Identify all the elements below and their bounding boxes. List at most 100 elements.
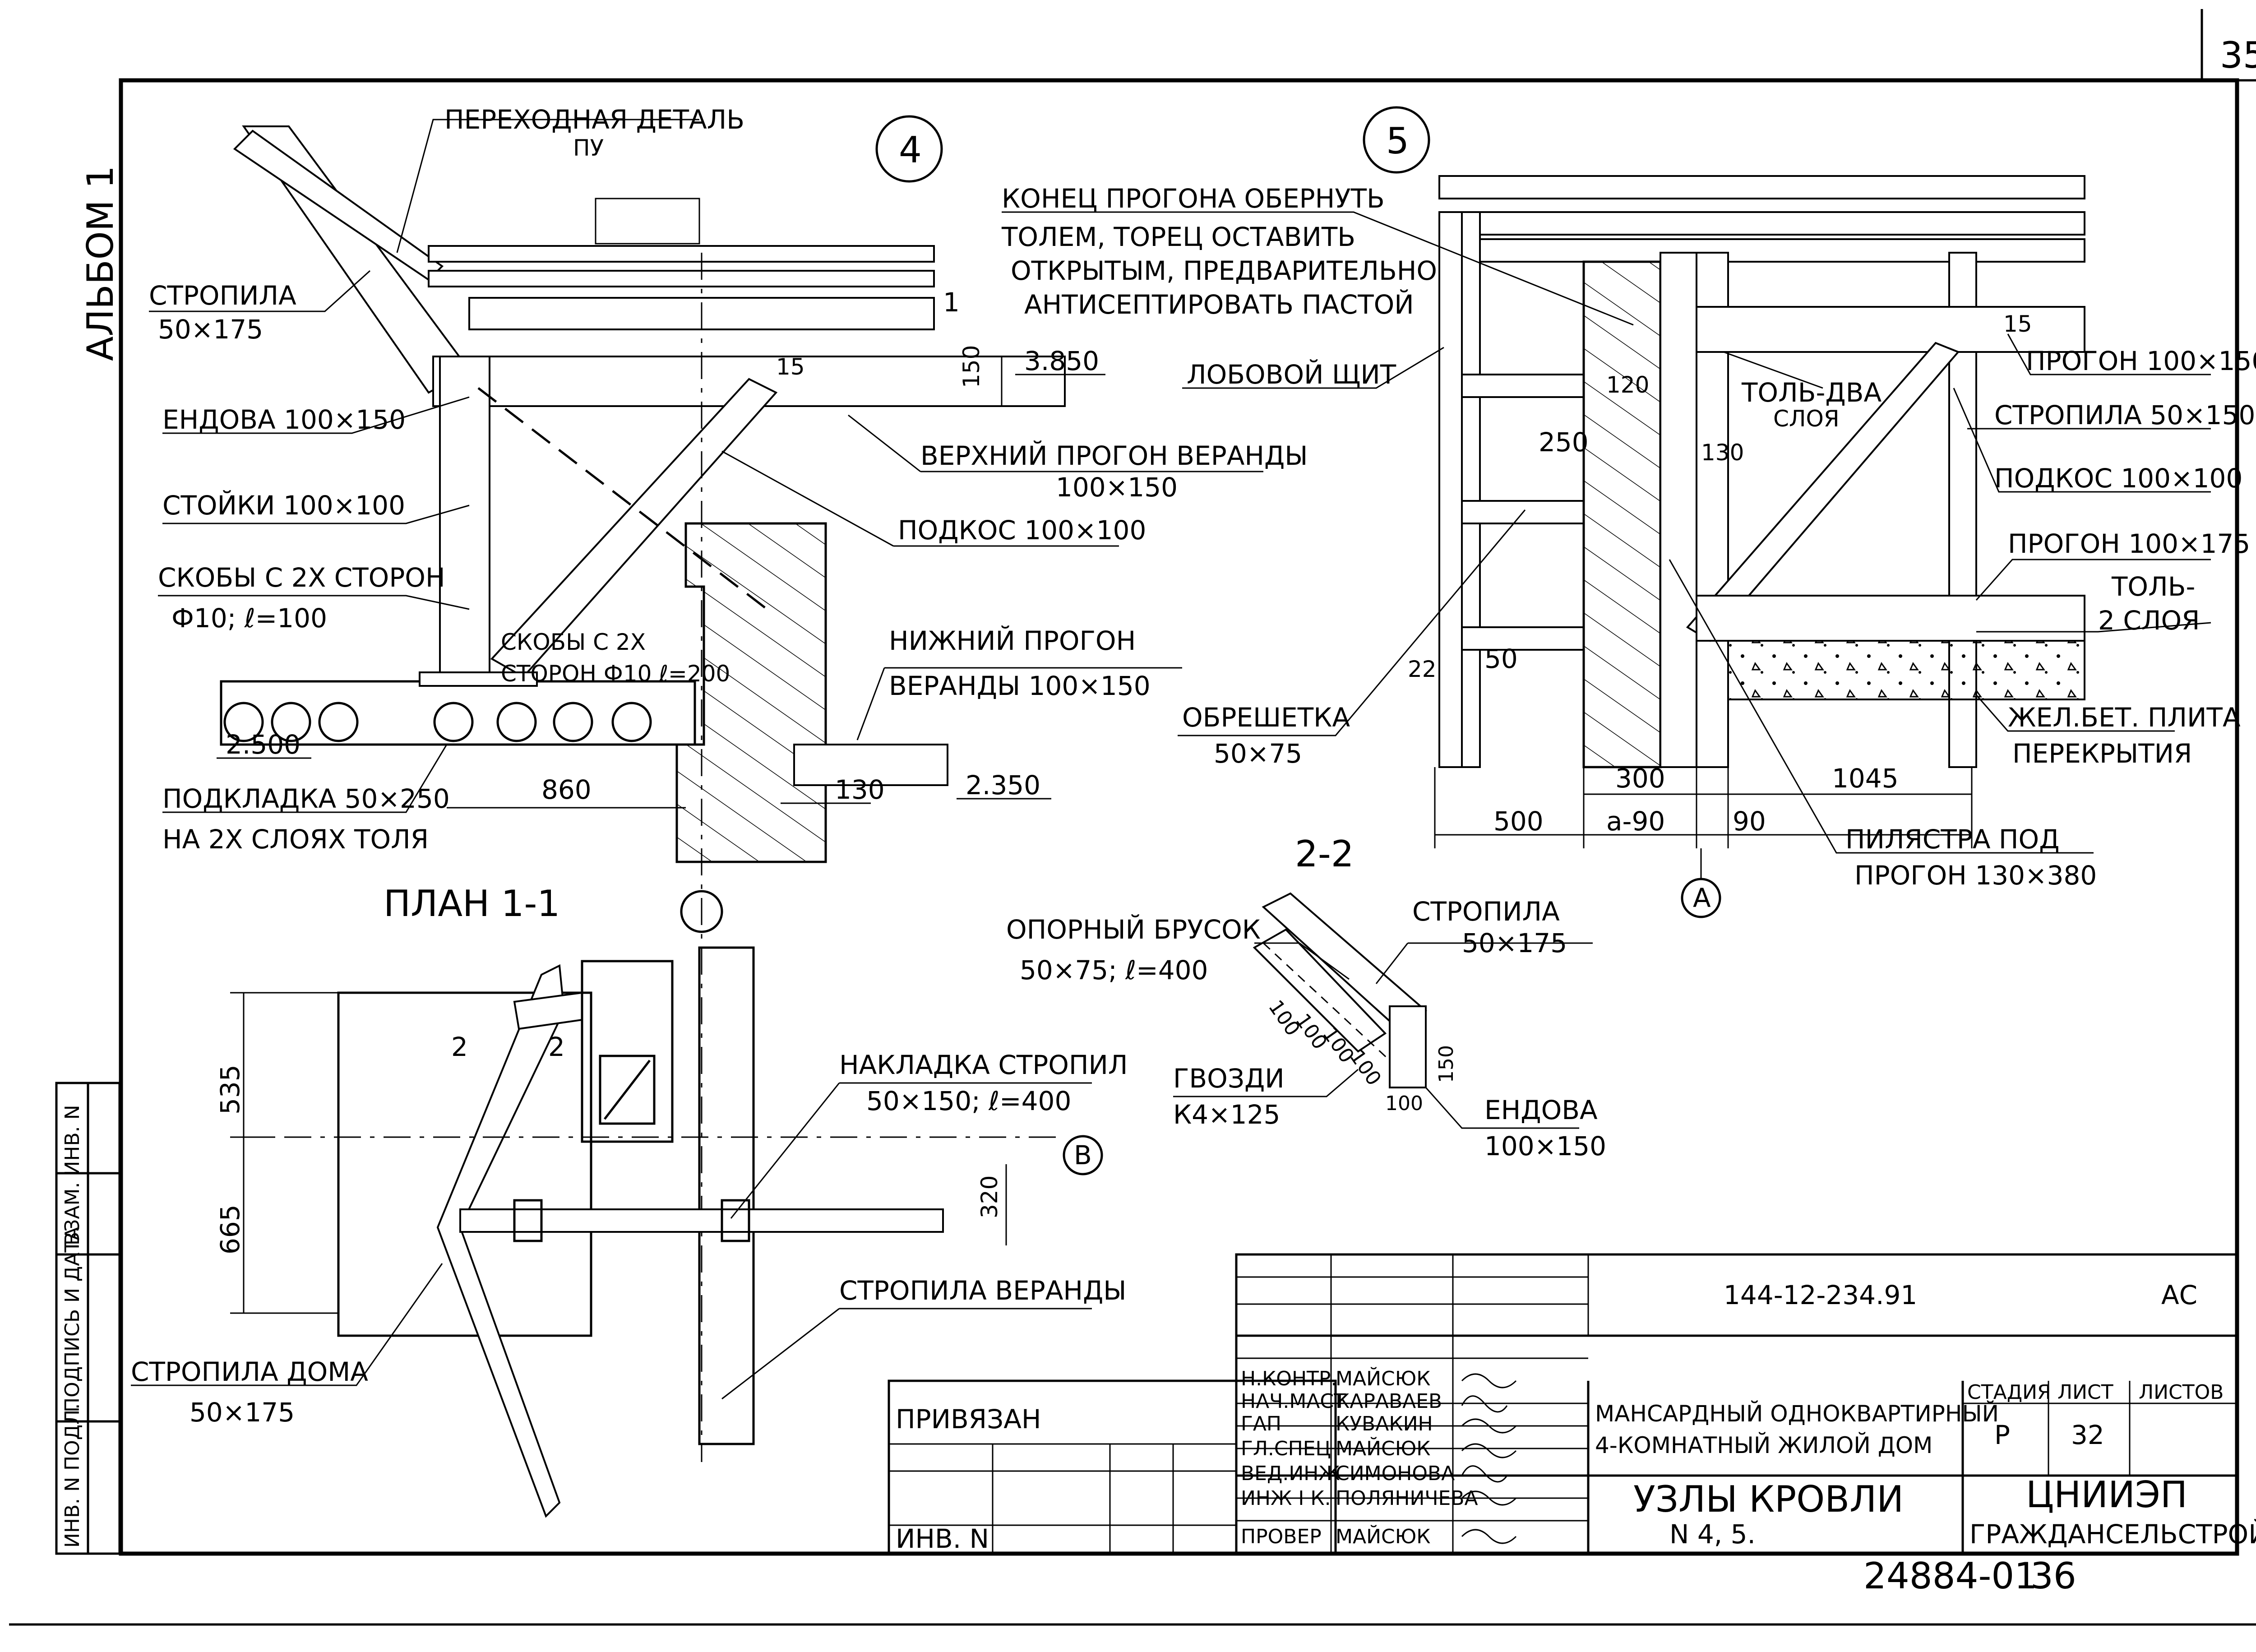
label-valley22: ЕНДОВА (1484, 1095, 1598, 1125)
dim-860: 860 (541, 774, 592, 805)
page-number: 35 (2220, 34, 2256, 76)
label-lower-purlin-b: ВЕРАНДЫ 100×150 (889, 671, 1151, 701)
label-purlin2: ПРОГОН 100×175 (2008, 528, 2250, 559)
side-stamp-replace: ВЗАМ. ИНВ. N (61, 1105, 84, 1245)
note-d: АНТИСЕПТИРОВАТЬ ПАСТОЙ (1024, 289, 1414, 320)
label-nails: ГВОЗДИ (1173, 1063, 1285, 1094)
dim-s6: 150 (1435, 1045, 1458, 1083)
project-b: 4-КОМНАТНЫЙ ЖИЛОЙ ДОМ (1595, 1432, 1932, 1458)
label-bound: ПРИВЯЗАН (896, 1404, 1041, 1435)
section-2-2 (1173, 892, 1593, 1129)
elev-floor: 2.500 (226, 729, 300, 760)
footer-page: 36 (2030, 1555, 2076, 1597)
brick-wall (675, 522, 827, 863)
doc-code: 144-12-234.91 (1724, 1280, 1917, 1310)
label-tol-a: ТОЛЬ-ДВА (1741, 377, 1882, 408)
label-rafter22: СТРОПИЛА (1412, 896, 1560, 927)
footer-number: 24884-01 (1863, 1555, 2037, 1597)
label-veranda-rafter: СТРОПИЛА ВЕРАНДЫ (839, 1275, 1126, 1306)
label-pilaster-b: ПРОГОН 130×380 (1854, 860, 2097, 891)
axis-a: А (1693, 883, 1711, 913)
label-rafter-size: 50×175 (158, 314, 263, 345)
name-0: МАЙСЮК (1336, 1366, 1430, 1390)
dim-a90: а-90 (1606, 806, 1665, 837)
dim-1045: 1045 (1832, 763, 1899, 794)
label-fascia: ЛОБОВОЙ ЩИТ (1187, 359, 1396, 390)
label-valley22-size: 100×150 (1484, 1131, 1606, 1161)
doc-mark: АС (2161, 1280, 2197, 1310)
cut-mark-left: 2 (451, 1032, 468, 1062)
role-1: НАЧ.МАСТ (1241, 1390, 1346, 1413)
org-a: ЦНИИЭП (2026, 1474, 2187, 1516)
dim-300: 300 (1615, 763, 1665, 794)
label-batten: ОБРЕШЕТКА (1182, 702, 1350, 733)
node-5-detail: 5 (1002, 106, 2211, 918)
sheets-header: ЛИСТОВ (2139, 1381, 2224, 1404)
label-slab-a: ЖЕЛ.БЕТ. ПЛИТА (2008, 702, 2241, 733)
plan-1-1 (131, 946, 1103, 1518)
note-c: ОТКРЫТЫМ, ПРЕДВАРИТЕЛЬНО (1011, 255, 1437, 286)
side-stamp: ИНВ. N ПОДЛ. ПОДПИСЬ И ДАТА ВЗАМ. ИНВ. N (55, 1082, 121, 1555)
plan-title: ПЛАН 1-1 (384, 883, 560, 925)
name-2: КУВАКИН (1336, 1412, 1433, 1435)
role-4: ВЕД.ИНЖ (1241, 1462, 1340, 1485)
stage-header: СТАДИЯ (1967, 1381, 2051, 1404)
role-6: ПРОВЕР (1241, 1525, 1322, 1548)
role-3: ГЛ.СПЕЦ (1241, 1437, 1331, 1460)
note-a: КОНЕЦ ПРОГОНА ОБЕРНУТЬ (1002, 183, 1385, 214)
dim-535: 535 (215, 1064, 245, 1115)
dim-15b: 15 (2003, 311, 2032, 337)
label-rafter22-size: 50×175 (1462, 928, 1567, 958)
label-tol2-a: ТОЛЬ- (2111, 571, 2195, 602)
dim-665: 665 (215, 1204, 245, 1254)
label-inv: ИНВ. N (896, 1523, 989, 1554)
node-5-number: 5 (1386, 120, 1409, 162)
label-slab-b: ПЕРЕКРЫТИЯ (2012, 738, 2192, 769)
dim-500: 500 (1493, 806, 1544, 837)
label-transition-sub: ПУ (573, 135, 604, 161)
name-5: ПОЛЯНИЧЕВА (1336, 1487, 1478, 1510)
drawing-title-a: УЗЛЫ КРОВЛИ (1633, 1478, 1904, 1520)
label-rafter: СТРОПИЛА (149, 280, 296, 311)
label-pad-sub: НА 2Х СЛОЯХ ТОЛЯ (162, 824, 429, 855)
dim-50: 50 (1484, 643, 1518, 674)
label-overlay: НАКЛАДКА СТРОПИЛ (839, 1050, 1128, 1080)
rc-slab (1727, 640, 2085, 700)
drawing-title-b: N 4, 5. (1669, 1519, 1756, 1550)
label-batten-size: 50×75 (1214, 738, 1302, 769)
dim-320: 320 (976, 1175, 1003, 1218)
dim-250: 250 (1539, 427, 1589, 458)
label-pad: ПОДКЛАДКА 50×250 (162, 783, 450, 814)
title-block (888, 1253, 2238, 1555)
label-tol2-b: 2 СЛОЯ (2098, 605, 2200, 636)
label-tol-b: СЛОЯ (1773, 406, 1840, 432)
node-5-marker (1363, 106, 1430, 174)
node-4-detail: 4 (149, 115, 1263, 1462)
label-clamps: СКОБЫ С 2Х СТОРОН (158, 562, 445, 593)
org-b: ГРАЖДАНСЕЛЬСТРОЙ (1969, 1518, 2256, 1550)
sheet-value: 32 (2071, 1420, 2104, 1450)
node-4-number: 4 (899, 129, 922, 171)
section-title: 2-2 (1295, 833, 1354, 875)
label-clamps2-a: СКОБЫ С 2Х (501, 629, 646, 655)
dim-150: 150 (958, 345, 985, 388)
side-stamp-inv: ИНВ. N ПОДЛ. (61, 1403, 84, 1548)
pilaster (1582, 260, 1662, 768)
name-1: КАРАВАЕВ (1336, 1390, 1442, 1413)
purlin-100x150 (1696, 306, 2085, 353)
sheet-header: ЛИСТ (2057, 1381, 2113, 1404)
project-a: МАНСАРДНЫЙ ОДНОКВАРТИРНЫЙ (1595, 1400, 1999, 1427)
label-purlin: ПРОГОН 100×150 (2026, 346, 2256, 376)
cut-mark-right: 2 (548, 1032, 565, 1062)
axis-b: В (1074, 1140, 1092, 1171)
label-clamps2-b: СТОРОН Ф10 ℓ=200 (501, 661, 730, 687)
label-nails-size: К4×125 (1173, 1099, 1280, 1130)
elev-low: 2.350 (966, 770, 1040, 801)
dim-15: 15 (776, 354, 805, 380)
label-strut: ПОДКОС 100×100 (898, 515, 1146, 546)
label-upper-purlin-size: 100×150 (1056, 472, 1178, 503)
post (439, 356, 490, 682)
role-0: Н.КОНТР. (1241, 1367, 1337, 1390)
dim-22: 22 (1408, 656, 1437, 682)
node-4-marker (875, 115, 943, 183)
